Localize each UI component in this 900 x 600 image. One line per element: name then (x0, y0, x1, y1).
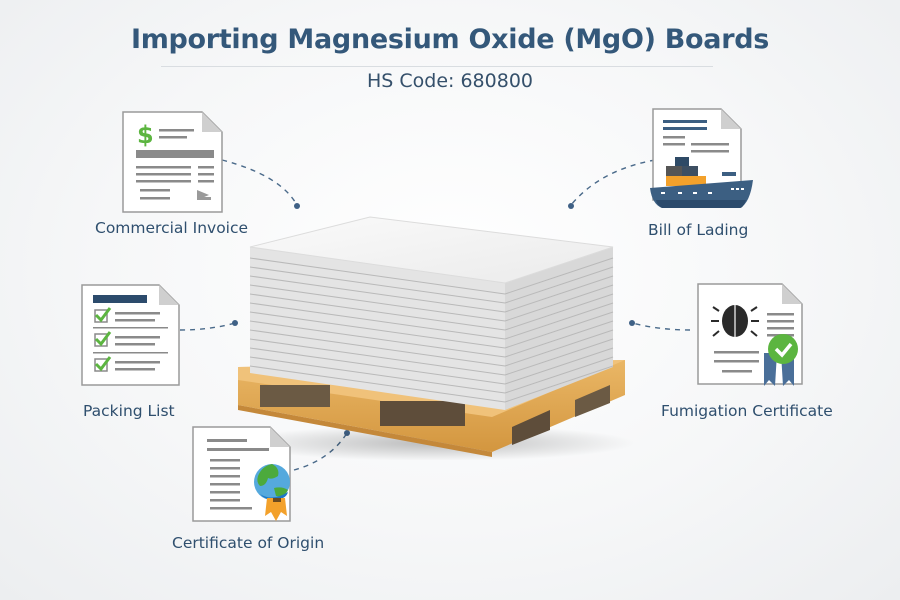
checklist-icon (81, 284, 180, 386)
bug-certificate-icon (697, 283, 803, 386)
invoice-dollar-icon: $ (122, 111, 223, 213)
fumigation-certificate-label: Fumigation Certificate (661, 402, 833, 420)
packing-list-label: Packing List (83, 402, 175, 420)
hs-code-subtitle: HS Code: 680800 (367, 70, 533, 92)
bill-of-lading-label: Bill of Lading (648, 221, 749, 239)
mgo-board-stack-illustration (235, 216, 635, 460)
title-divider (161, 66, 713, 67)
svg-text:$: $ (137, 121, 154, 149)
cargo-ship-icon (650, 108, 753, 208)
certificate-of-origin-label: Certificate of Origin (172, 534, 325, 552)
commercial-invoice-label: Commercial Invoice (95, 219, 249, 237)
page-title: Importing Magnesium Oxide (MgO) Boards (130, 24, 770, 55)
globe-certificate-icon (192, 426, 291, 522)
